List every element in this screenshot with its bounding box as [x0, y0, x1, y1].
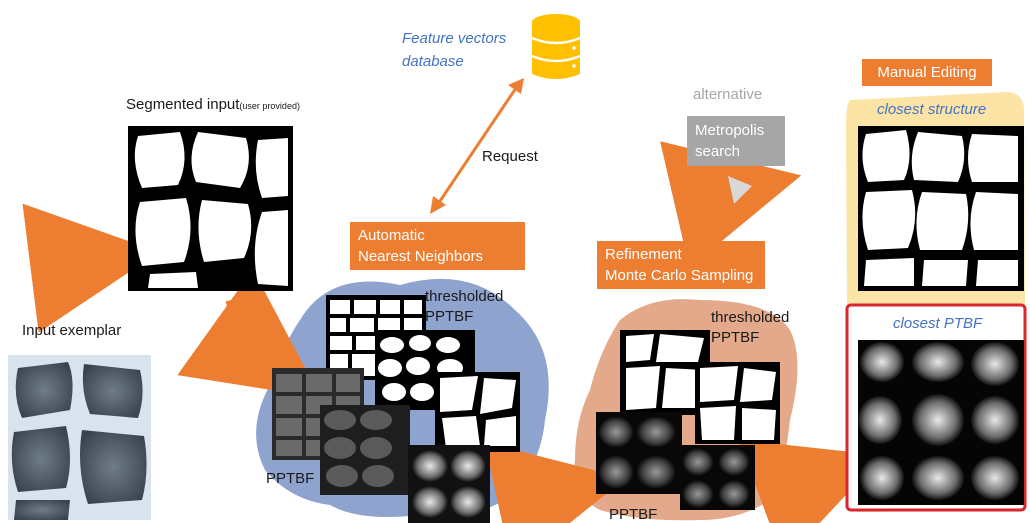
- nn-thumbnails: [272, 295, 520, 523]
- database-label-line2: database: [402, 53, 464, 70]
- closest-ptbf-image: [858, 340, 1024, 505]
- nn-pptbf-label: PPTBF: [266, 470, 315, 487]
- refinement-thumbnails: [596, 330, 780, 510]
- automatic-nn-line2: Nearest Neighbors: [358, 248, 484, 265]
- refine-pptbf-label: PPTBF: [609, 506, 658, 523]
- nn-thresholded-line2: PPTBF: [425, 308, 474, 325]
- nn-thresholded-line1: thresholded: [425, 288, 504, 305]
- manual-editing-box: Manual Editing: [862, 59, 992, 86]
- alternative-label: alternative: [693, 86, 763, 103]
- database-label: Feature vectors database: [402, 27, 506, 73]
- segmented-input-title: Segmented input(user provided): [126, 96, 300, 113]
- nn-thresholded-label: thresholded PPTBF: [425, 287, 503, 327]
- automatic-nn-box: Automatic Nearest Neighbors: [350, 222, 525, 270]
- segmented-input-note: (user provided): [239, 101, 300, 111]
- input-exemplar-image: [8, 355, 151, 520]
- refine-thresholded-line1: thresholded: [711, 309, 790, 326]
- metropolis-line2: search: [695, 143, 741, 160]
- closest-ptbf-label: closest PTBF: [893, 315, 983, 332]
- segmented-input-image: [128, 126, 293, 291]
- refinement-line1: Refinement: [605, 246, 682, 263]
- request-arrow: [434, 84, 520, 208]
- refine-thresholded-label: thresholded PPTBF: [711, 308, 789, 348]
- metropolis-box: Metropolis search: [687, 116, 785, 166]
- metropolis-line1: Metropolis: [695, 122, 765, 139]
- request-label: Request: [482, 148, 538, 165]
- database-label-line1: Feature vectors: [402, 30, 507, 47]
- arrow-segmented-to-nn: [177, 269, 321, 398]
- refinement-box: Refinement Monte Carlo Sampling: [597, 241, 765, 289]
- arrow-exemplar-to-segmented: [22, 203, 160, 333]
- arrow-nn-to-refine: [484, 442, 626, 523]
- arrow-refine-to-editing: [738, 439, 883, 523]
- closest-structure-image: [858, 126, 1024, 291]
- input-exemplar-label: Input exemplar: [22, 322, 122, 339]
- closest-structure-label: closest structure: [877, 101, 987, 118]
- automatic-nn-line1: Automatic: [358, 227, 425, 244]
- refinement-line2: Monte Carlo Sampling: [605, 267, 754, 284]
- refine-thresholded-line2: PPTBF: [711, 329, 760, 346]
- segmented-input-title-text: Segmented input: [126, 96, 240, 113]
- arrow-alternative: [660, 141, 802, 268]
- database-icon: [531, 14, 581, 79]
